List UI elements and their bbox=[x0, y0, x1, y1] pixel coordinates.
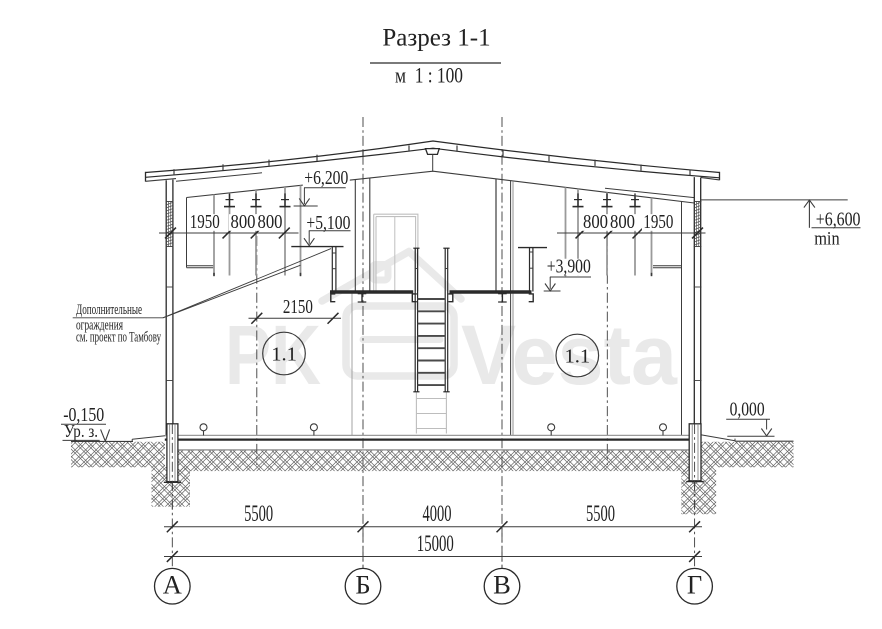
svg-text:1950: 1950 bbox=[643, 212, 673, 233]
svg-text:1.1: 1.1 bbox=[564, 345, 590, 367]
svg-text:м 1 : 100: м 1 : 100 bbox=[395, 63, 463, 88]
svg-text:Ур. з.: Ур. з. bbox=[64, 421, 98, 441]
svg-text:Vesta: Vesta bbox=[461, 308, 678, 402]
svg-text:Разрез 1-1: Разрез 1-1 bbox=[382, 25, 490, 52]
svg-text:800: 800 bbox=[610, 212, 635, 233]
svg-text:+6,600: +6,600 bbox=[816, 210, 861, 231]
svg-text:В: В bbox=[493, 570, 511, 600]
svg-text:5500: 5500 bbox=[244, 501, 273, 526]
svg-text:+3,900: +3,900 bbox=[547, 256, 591, 277]
svg-text:0,000: 0,000 bbox=[730, 400, 765, 421]
svg-text:ограждения: ограждения bbox=[76, 318, 123, 334]
svg-text:+5,100: +5,100 bbox=[306, 213, 350, 234]
svg-text:800: 800 bbox=[231, 212, 256, 233]
svg-text:1.1: 1.1 bbox=[271, 343, 297, 365]
svg-text:800: 800 bbox=[583, 212, 608, 233]
svg-text:Б: Б bbox=[355, 570, 370, 600]
svg-text:800: 800 bbox=[258, 212, 283, 233]
svg-text:А: А bbox=[163, 570, 182, 600]
svg-text:Дополнительные: Дополнительные bbox=[76, 302, 142, 318]
svg-text:-0,150: -0,150 bbox=[63, 405, 104, 426]
svg-text:2150: 2150 bbox=[283, 297, 313, 318]
svg-text:15000: 15000 bbox=[417, 531, 454, 556]
svg-text:min: min bbox=[814, 229, 840, 250]
svg-text:см. проект по Тамбову: см. проект по Тамбову bbox=[76, 329, 161, 345]
svg-text:4000: 4000 bbox=[423, 501, 452, 526]
svg-text:Г: Г bbox=[687, 570, 702, 600]
svg-text:1950: 1950 bbox=[190, 212, 220, 233]
svg-text:+6,200: +6,200 bbox=[304, 168, 348, 189]
svg-text:5500: 5500 bbox=[586, 501, 615, 526]
